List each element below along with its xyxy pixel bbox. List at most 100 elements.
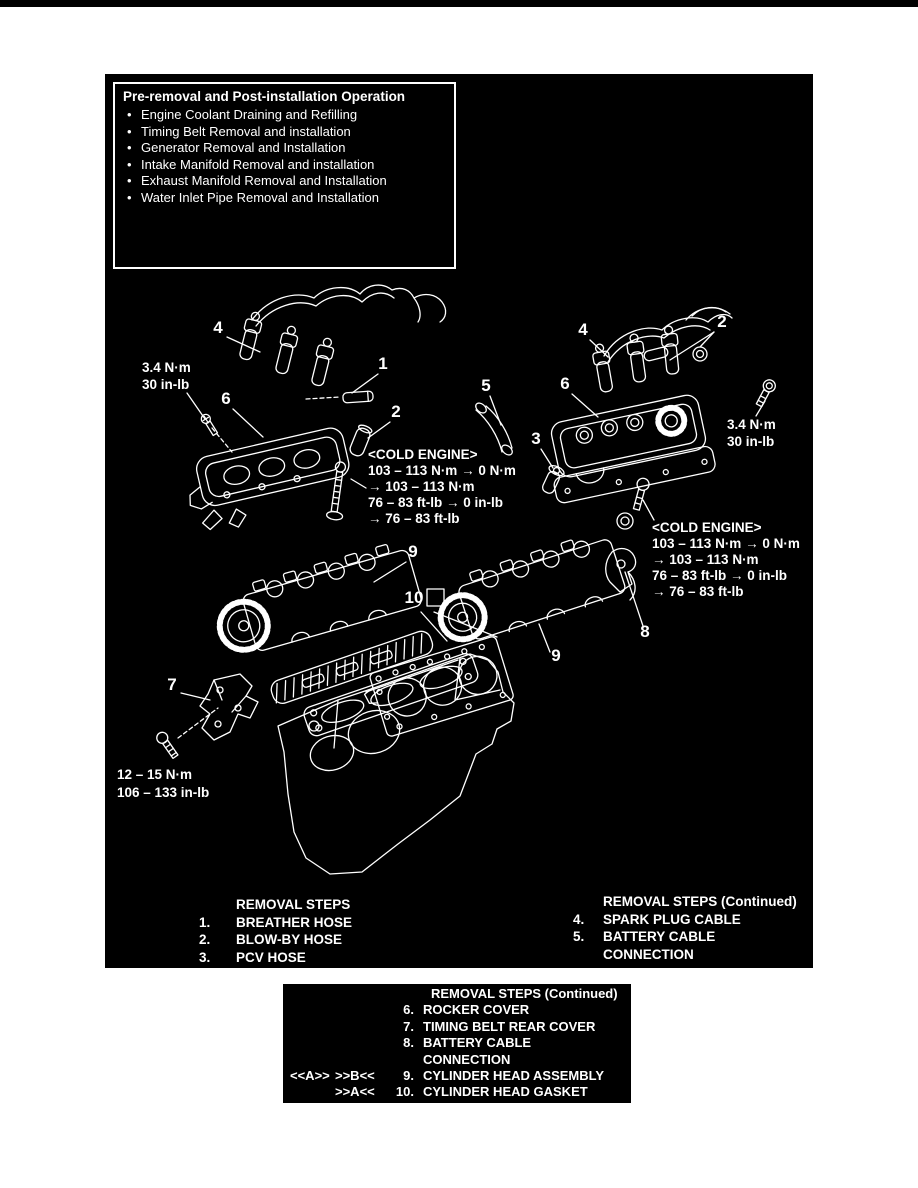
item-text: ROCKER COVER xyxy=(423,1002,530,1018)
list-item: CONNECTION xyxy=(573,946,797,964)
torque-bracket-line2: 106 – 133 in-lb xyxy=(117,785,209,800)
cold-engine-right-line5: → 76 – 83 ft-lb xyxy=(652,584,744,599)
item-text: CONNECTION xyxy=(603,946,694,962)
pre-op-item: Exhaust Manifold Removal and Installatio… xyxy=(123,173,446,190)
item-text: BREATHER HOSE xyxy=(236,914,353,930)
cold-engine-left-line3: → 103 – 113 N·m xyxy=(368,479,475,494)
leader-lines xyxy=(180,331,766,701)
marker-b: >>B<< xyxy=(335,1068,375,1084)
torque-left-cover-line1: 3.4 N·m xyxy=(142,360,191,375)
item-text: CONNECTION xyxy=(423,1051,511,1067)
item-number: 2. xyxy=(199,932,211,947)
torque-bracket-line1: 12 – 15 N·m xyxy=(117,767,192,782)
cold-engine-right-line4: 76 – 83 ft-lb → 0 in-lb xyxy=(652,568,787,583)
cover-bolt-left-drawing xyxy=(200,413,219,437)
callout-4-left: 4 xyxy=(213,318,223,337)
rocker-cover-left-drawing xyxy=(189,427,350,531)
pre-op-item-text: Intake Manifold Removal and installation xyxy=(141,156,375,172)
list-item: 4.SPARK PLUG CABLE xyxy=(573,911,797,929)
callout-9-left: 9 xyxy=(408,542,417,561)
callout-6-right: 6 xyxy=(560,374,569,393)
marker-b xyxy=(335,1035,387,1051)
spark-plug-cables-left-drawing xyxy=(239,284,447,387)
removal-steps-continued-title: REMOVAL STEPS (Continued) xyxy=(431,986,618,1001)
marker-a: <<A>> xyxy=(290,1068,330,1084)
cylinder-head-right-drawing xyxy=(437,539,626,643)
pre-op-item-text: Water Inlet Pipe Removal and Installatio… xyxy=(141,189,379,205)
pre-op-item-text: Engine Coolant Draining and Refilling xyxy=(141,107,358,122)
marker-a xyxy=(283,1084,335,1100)
pre-op-item: Generator Removal and Installation xyxy=(123,140,446,157)
list-item: 1. BREATHER HOSE xyxy=(199,914,352,932)
marker-b xyxy=(335,1019,387,1035)
cylinder-head-left-drawing xyxy=(216,544,422,653)
list-item: 7. TIMING BELT REAR COVER xyxy=(283,1019,631,1035)
item-text: BLOW-BY HOSE xyxy=(236,932,342,947)
callout-numbers: 4 1 2 6 5 3 4 6 2 8 9 9 10 N 7 xyxy=(167,312,726,694)
cold-engine-right-line3: → 103 – 113 N·m xyxy=(652,552,759,567)
torque-labels: 3.4 N·m 30 in-lb 3.4 N·m 30 in-lb 12 – 1… xyxy=(117,360,800,800)
item-text: CYLINDER HEAD ASSEMBLY xyxy=(423,1068,605,1084)
marker-a xyxy=(283,1019,335,1035)
list-item: 2. BLOW-BY HOSE xyxy=(199,931,352,949)
torque-right-cover-line2: 30 in-lb xyxy=(727,434,774,449)
list-item: 8. BATTERY CABLE xyxy=(283,1035,631,1051)
item-number: 3. xyxy=(199,949,211,965)
item-number xyxy=(573,946,603,964)
removal-steps-left-title: REMOVAL STEPS xyxy=(236,897,351,912)
marker-a xyxy=(283,1002,335,1018)
pre-op-item: Water Inlet Pipe Removal and Installatio… xyxy=(123,190,446,207)
removal-steps-left: REMOVAL STEPS 1. BREATHER HOSE 2. BLOW-BY … xyxy=(199,896,352,966)
pre-op-item: Intake Manifold Removal and installation xyxy=(123,157,446,174)
callout-2-right: 2 xyxy=(717,312,726,331)
callout-3: 3 xyxy=(531,429,540,448)
head-stud-bolt-left-drawing xyxy=(325,461,347,521)
n-symbol-box xyxy=(426,588,445,607)
callout-4-right: 4 xyxy=(578,320,588,339)
callout-2-left: 2 xyxy=(391,402,400,421)
marker-a xyxy=(283,1052,335,1068)
pre-op-item: Engine Coolant Draining and Refilling xyxy=(123,107,446,124)
cold-engine-left-line2: 103 – 113 N·m → 0 N·m xyxy=(368,463,516,478)
battery-cable-hose-drawing xyxy=(475,402,513,456)
rocker-cover-right-drawing xyxy=(550,394,716,504)
item-text: TIMING BELT REAR COVER xyxy=(423,1018,596,1034)
cold-engine-left-line1: <COLD ENGINE> xyxy=(368,447,478,462)
callout-5: 5 xyxy=(481,376,490,395)
item-text: CYLINDER HEAD GASKET xyxy=(423,1084,588,1100)
item-number: 10. xyxy=(395,1084,414,1100)
pre-op-item-text: Generator Removal and Installation xyxy=(141,140,346,156)
item-number: 5. xyxy=(573,929,585,944)
list-item: CONNECTION xyxy=(283,1052,631,1068)
item-text: SPARK PLUG CABLE xyxy=(603,911,741,927)
item-number: 7. xyxy=(403,1018,414,1034)
item-number: 6. xyxy=(403,1002,414,1018)
cold-engine-left-line4: 76 – 83 ft-lb → 0 in-lb xyxy=(368,495,503,510)
item-number: 9. xyxy=(403,1068,414,1084)
pre-op-box: Pre-removal and Post-installation Operat… xyxy=(113,82,456,269)
gasket-strip-drawing xyxy=(270,630,434,704)
pre-op-item: Timing Belt Removal and installation xyxy=(123,124,446,141)
marker-b: >>A<< xyxy=(335,1084,375,1100)
list-item: 6. ROCKER COVER xyxy=(283,1002,631,1018)
marker-b xyxy=(335,1052,387,1068)
removal-steps-right-title: REMOVAL STEPS (Continued) xyxy=(603,894,797,909)
callout-6-left: 6 xyxy=(221,389,230,408)
blow-by-hose-left-drawing xyxy=(349,424,373,457)
cold-engine-right-line1: <COLD ENGINE> xyxy=(652,520,762,535)
callout-10: 10 xyxy=(405,588,424,607)
torque-right-cover-line1: 3.4 N·m xyxy=(727,417,776,432)
blow-by-hose-right-drawing xyxy=(643,346,708,362)
gasket-left-drawing xyxy=(303,653,479,737)
list-item: >>A<< 10. CYLINDER HEAD GASKET xyxy=(283,1084,631,1100)
head-bolt-right-drawing xyxy=(616,477,650,530)
cover-bolt-right-drawing xyxy=(755,379,776,408)
spark-plug-cables-right-drawing xyxy=(592,306,733,393)
item-text: BATTERY CABLE xyxy=(423,1035,532,1051)
item-number: 1. xyxy=(199,914,211,930)
engine-block-drawing xyxy=(277,653,515,875)
torque-left-cover-line2: 30 in-lb xyxy=(142,377,189,392)
item-number: 8. xyxy=(403,1035,414,1051)
